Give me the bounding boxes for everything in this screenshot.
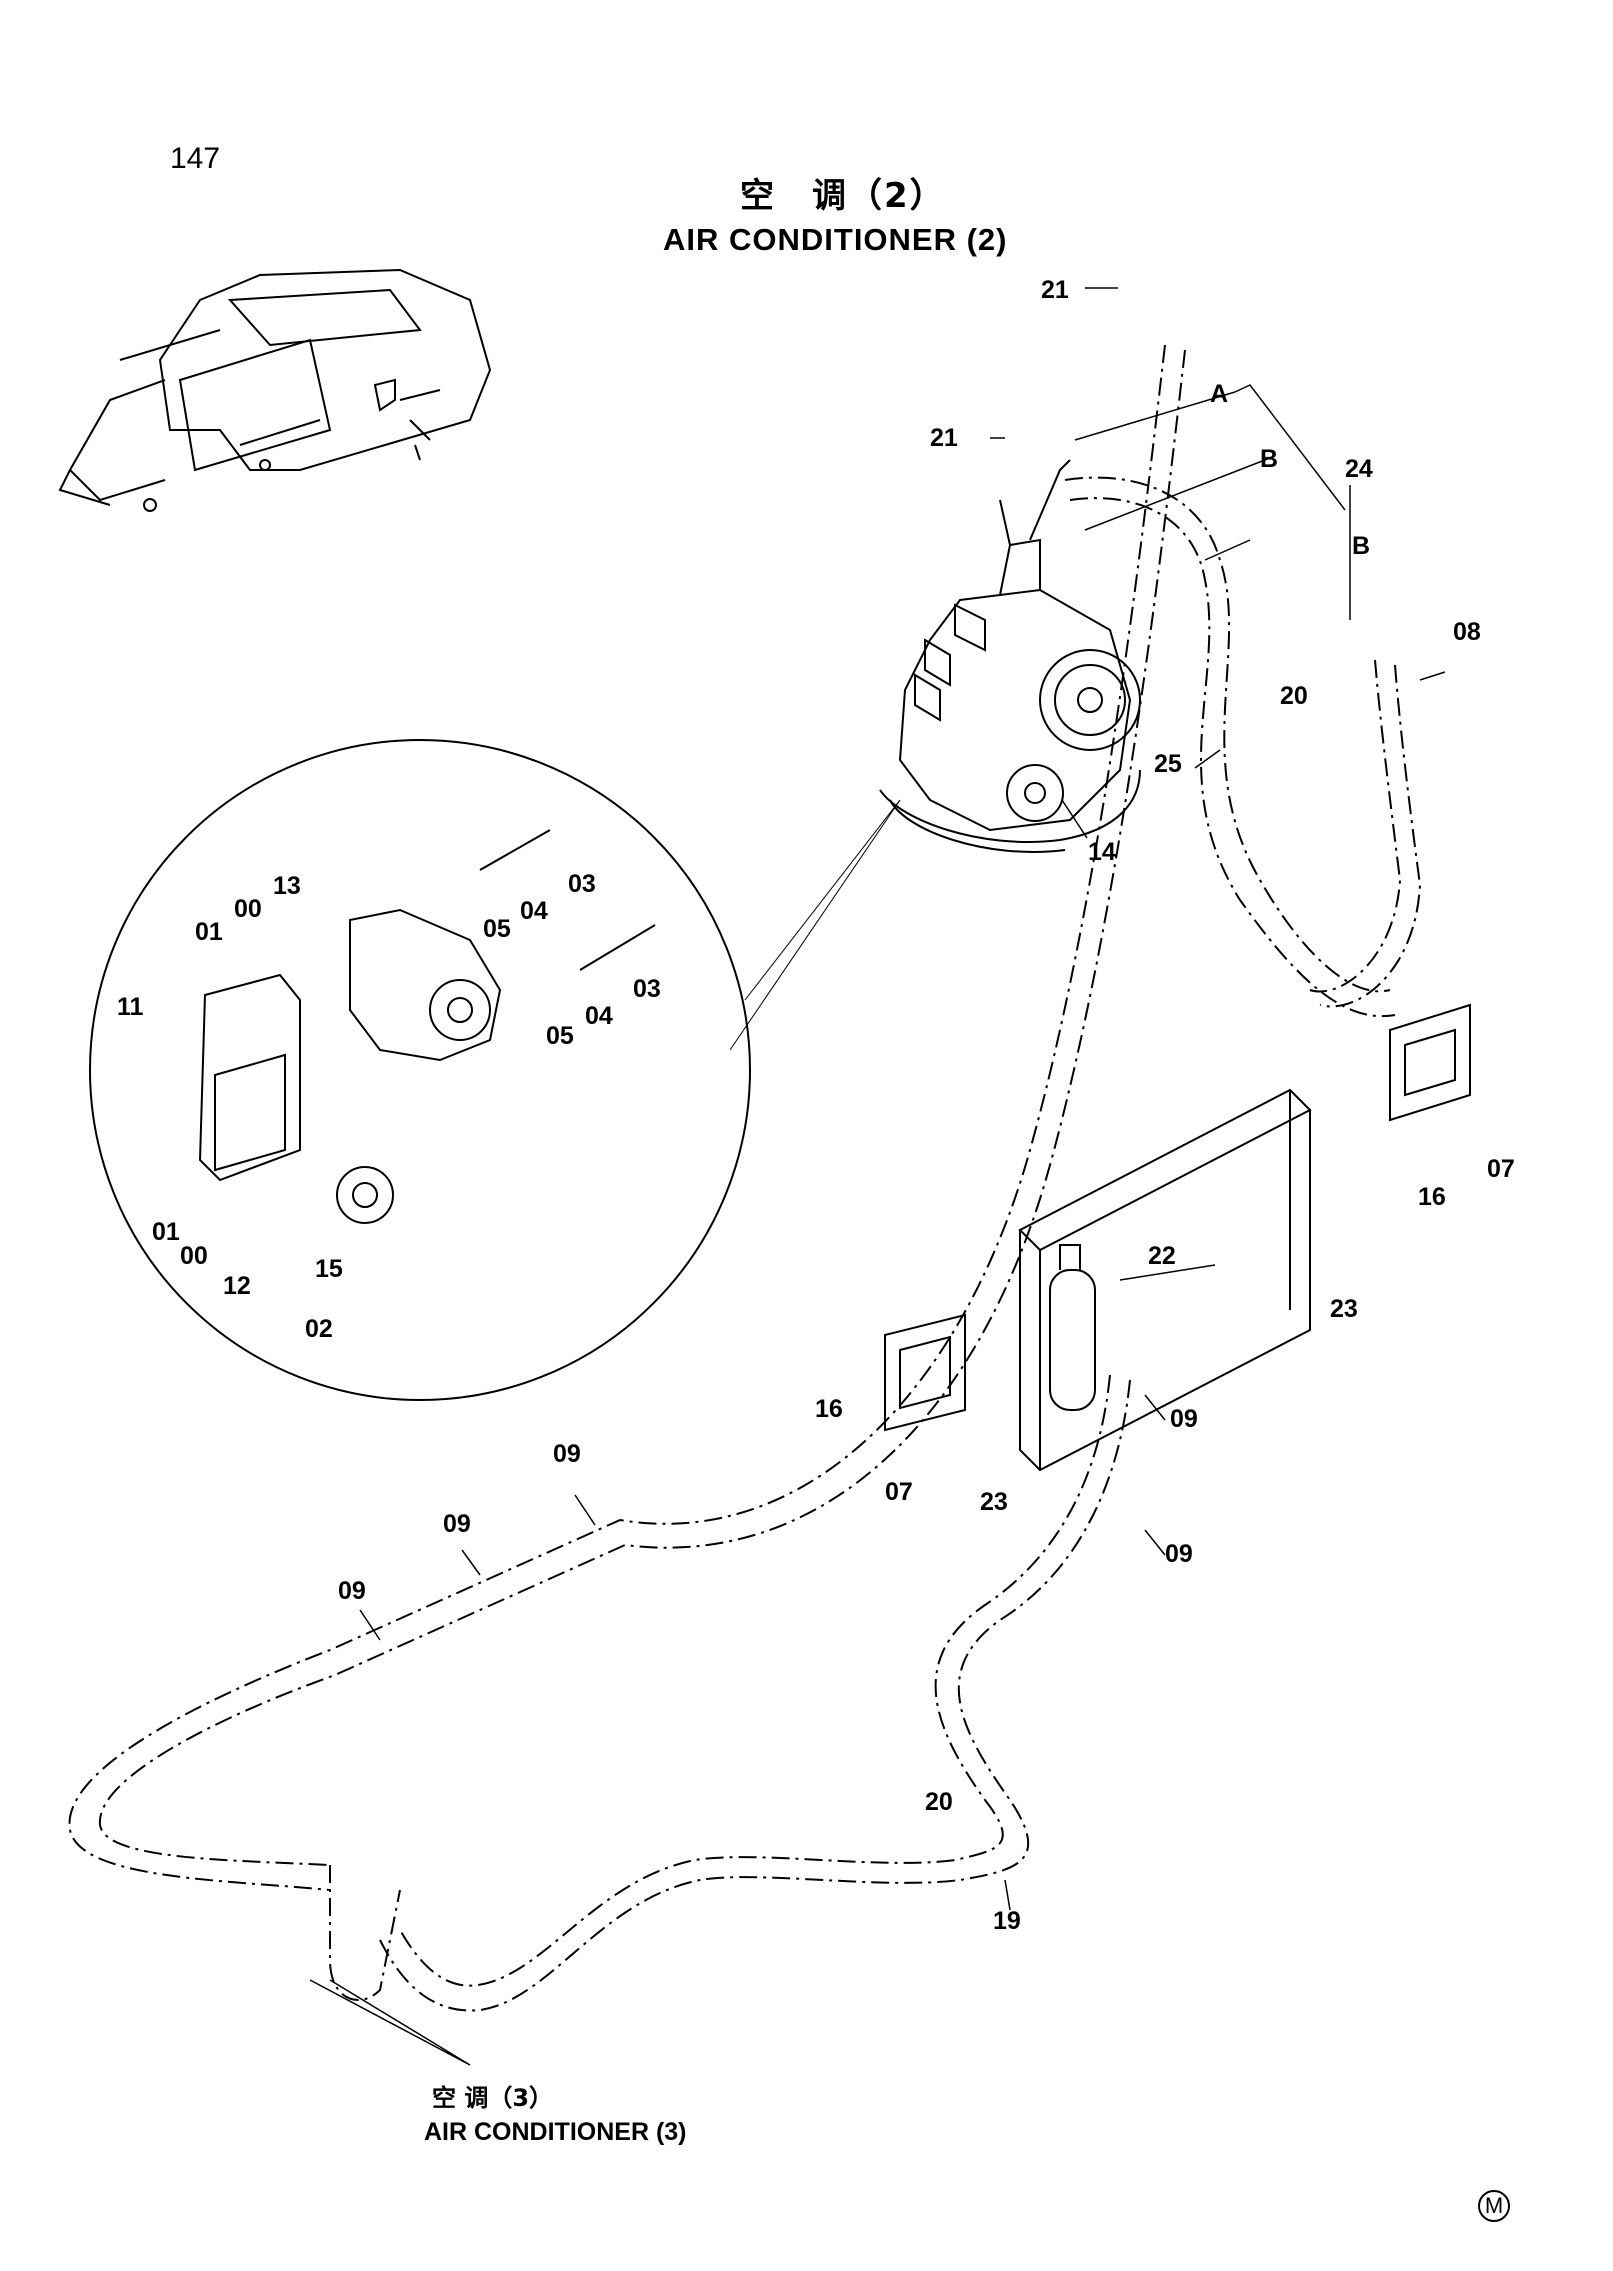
callout-22: 22: [1148, 1242, 1176, 1270]
reference-english: AIR CONDITIONER (3): [424, 2118, 687, 2146]
callout-21-top: 21: [1041, 276, 1069, 304]
callout-09-hose-1: 09: [553, 1440, 581, 1468]
callout-08: 08: [1453, 618, 1481, 646]
callout-15: 15: [315, 1255, 343, 1283]
callout-14: 14: [1088, 838, 1116, 866]
callout-01-upper: 01: [195, 918, 223, 946]
callout-05-lower: 05: [546, 1022, 574, 1050]
callout-25: 25: [1154, 750, 1182, 778]
callout-09-hose-2: 09: [443, 1510, 471, 1538]
callout-24: 24: [1345, 455, 1373, 483]
callout-12: 12: [223, 1272, 251, 1300]
callout-07-left: 07: [885, 1478, 913, 1506]
brackets: [884, 1003, 1471, 1432]
callout-b-right: B: [1352, 532, 1371, 560]
callout-21-mid: 21: [930, 424, 958, 452]
callout-01-lower: 01: [152, 1218, 180, 1246]
callout-a: A: [1210, 380, 1229, 408]
callout-03-upper: 03: [568, 870, 596, 898]
callout-00-upper: 00: [234, 895, 262, 923]
leader-lines: [309, 287, 1446, 2066]
callout-11: 11: [117, 993, 144, 1021]
callout-16-right: 16: [1418, 1183, 1446, 1211]
callout-04-lower: 04: [585, 1002, 613, 1030]
callout-09-condenser: 09: [1170, 1405, 1198, 1433]
callout-09-hose-3: 09: [338, 1577, 366, 1605]
callout-04-upper: 04: [520, 897, 548, 925]
callout-23-right: 23: [1330, 1295, 1358, 1323]
callout-07-right: 07: [1487, 1155, 1515, 1183]
detail-circle: [89, 739, 901, 1401]
compressor-assembly: [879, 459, 1141, 853]
callout-20-upper: 20: [1280, 682, 1308, 710]
callout-19: 19: [993, 1907, 1021, 1935]
callout-03-lower: 03: [633, 975, 661, 1003]
callout-02: 02: [305, 1315, 333, 1343]
callout-09-lower-right: 09: [1165, 1540, 1193, 1568]
callout-13: 13: [273, 872, 301, 900]
condenser: [1018, 1088, 1312, 1472]
callout-05-upper: 05: [483, 915, 511, 943]
reference-chinese: 空 调（3）: [432, 2084, 554, 2112]
callout-b-upper: B: [1260, 445, 1279, 473]
page-number: 147: [170, 142, 221, 175]
title-english: AIR CONDITIONER (2): [663, 222, 1008, 257]
callout-00-lower: 00: [180, 1242, 208, 1270]
excavator-thumbnail: [58, 268, 492, 512]
callout-16-left: 16: [815, 1395, 843, 1423]
hoses: [68, 344, 1422, 2012]
callout-23-left: 23: [980, 1488, 1008, 1516]
corner-mark: M: [1478, 2190, 1510, 2222]
title-chinese: 空 调（2）: [740, 176, 946, 216]
callout-20-lower: 20: [925, 1788, 953, 1816]
